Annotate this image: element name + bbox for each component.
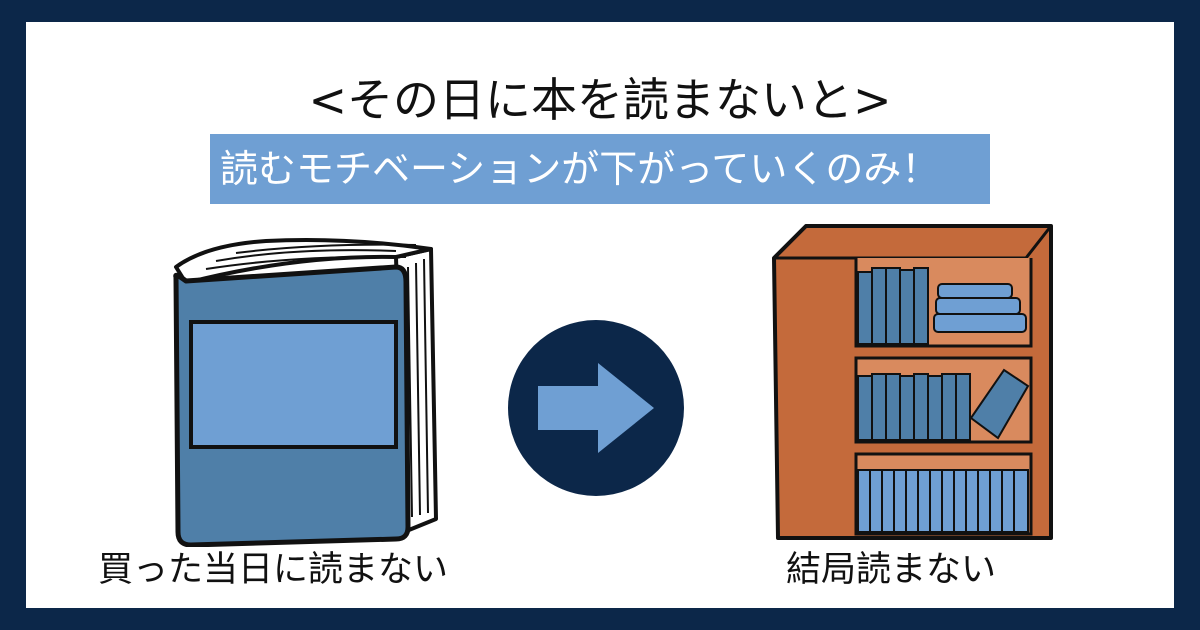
left-caption: 買った当日に読まない [98, 550, 449, 590]
content-card: <その日に本を読まないと> 読むモチベーションが下がっていくのみ！ [26, 22, 1174, 608]
right-caption: 結局読まない [786, 550, 997, 590]
arrow-right-icon [508, 320, 684, 496]
book-icon [173, 238, 438, 547]
subtitle-banner: 読むモチベーションが下がっていくのみ！ [210, 134, 990, 204]
page-title: <その日に本を読まないと> [308, 73, 892, 127]
bookshelf-icon [772, 224, 1053, 540]
